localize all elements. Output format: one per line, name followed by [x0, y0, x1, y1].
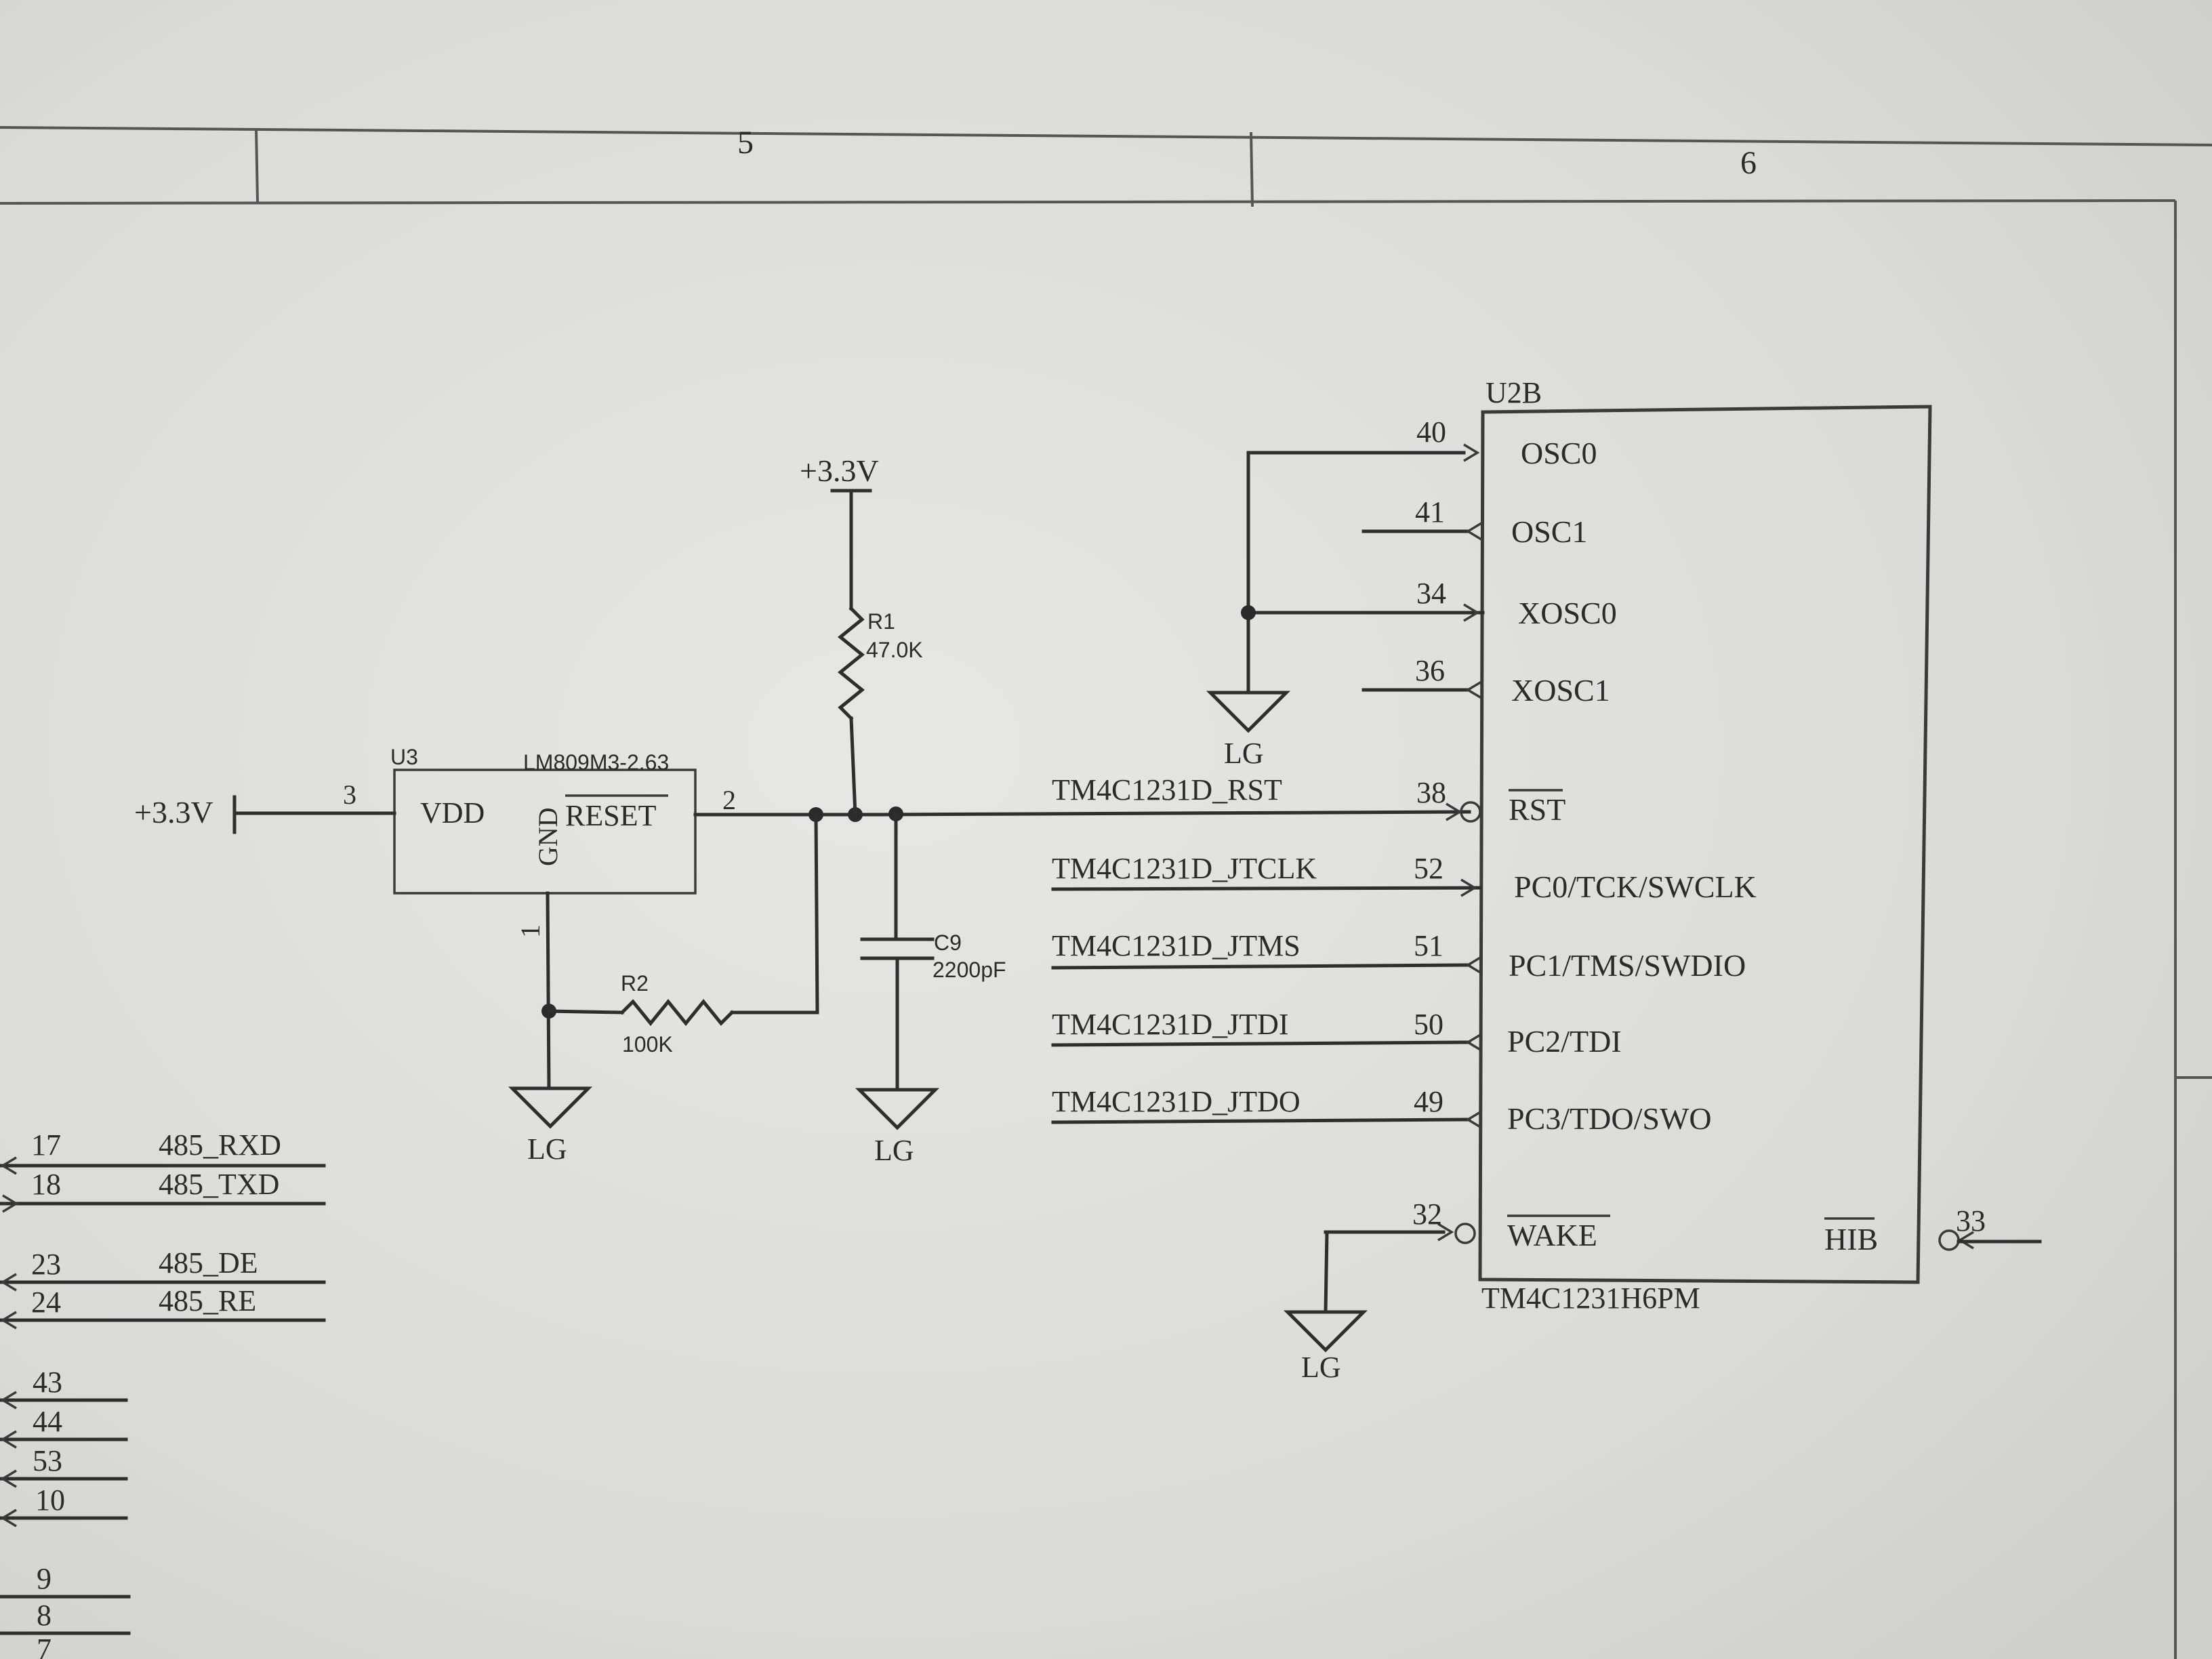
left-pin-53: 53: [33, 1444, 62, 1477]
zone-label-6: 6: [1740, 145, 1757, 181]
pin-pc2-name: PC2/TDI: [1507, 1024, 1622, 1059]
u3-supply: +3.3V: [134, 795, 396, 834]
left-pin-24: 24: [31, 1286, 61, 1319]
jtag-pins: TM4C1231D_JTCLK 52 PC0/TCK/SWCLK TM4C123…: [1051, 852, 1757, 1136]
pin-49-num: 49: [1414, 1085, 1443, 1118]
pin-pc1-name: PC1/TMS/SWDIO: [1509, 948, 1746, 983]
c9-ref: C9: [934, 930, 962, 955]
pin-51-num: 51: [1414, 929, 1443, 962]
r1-ref: R1: [867, 609, 895, 634]
left-net-485-txd: 485_TXD: [159, 1168, 279, 1201]
u2b-mcu: U2B TM4C1231H6PM: [1478, 376, 1932, 1315]
pin-hib-name: HIB: [1824, 1222, 1878, 1256]
net-jtms: TM4C1231D_JTMS: [1052, 929, 1300, 962]
net-jtclk: TM4C1231D_JTCLK: [1052, 852, 1317, 885]
r1-supply-label: +3.3V: [800, 453, 879, 488]
left-pin-8: 8: [37, 1599, 52, 1632]
net-rst: TM4C1231D_RST: [1052, 773, 1282, 806]
u3-pin-reset: RESET: [565, 799, 657, 832]
left-pin-10: 10: [35, 1483, 65, 1517]
left-pin-17: 17: [31, 1128, 61, 1162]
pin-40-num: 40: [1416, 415, 1446, 449]
u3-pin-gnd: GND: [533, 807, 563, 866]
pin-xosc0-name: XOSC0: [1518, 596, 1617, 630]
pin-pc0-name: PC0/TCK/SWCLK: [1514, 869, 1757, 904]
u3-pin3: 3: [343, 779, 356, 810]
rst-pin: TM4C1231D_RST 38 RST: [1052, 773, 1565, 827]
left-pin-7: 7: [37, 1633, 52, 1659]
left-485-nets: 17 485_RXD 18 485_TXD 23 485_DE 24 485_R…: [0, 1128, 326, 1330]
pin-32-num: 32: [1412, 1197, 1442, 1231]
c9-capacitor: C9 2200pF LG: [855, 812, 1006, 1167]
u3-pin2: 2: [722, 785, 736, 815]
oscillator-pins: 40 OSC0 41 OSC1 34 XOSC0 36 XOSC1 LG: [1206, 415, 1617, 770]
r1-value: 47.0K: [866, 638, 923, 662]
net-jtdo: TM4C1231D_JTDO: [1052, 1085, 1300, 1118]
left-pin-18: 18: [31, 1168, 61, 1201]
pin-wake-name: WAKE: [1507, 1218, 1597, 1252]
pin-36-num: 36: [1415, 654, 1445, 687]
pin-38-num: 38: [1416, 776, 1446, 809]
left-pin-43: 43: [33, 1366, 62, 1399]
u3-pin1: 1: [515, 924, 546, 938]
wake-hib-pins: 32 WAKE LG HIB 33: [1283, 1197, 2042, 1384]
pin-33-num: 33: [1956, 1204, 1986, 1237]
net-jtdi: TM4C1231D_JTDI: [1052, 1008, 1289, 1041]
c9-ground-label: LG: [874, 1134, 914, 1167]
u3-ground-label: LG: [527, 1132, 567, 1166]
c9-value: 2200pF: [933, 958, 1006, 982]
u3-supply-label: +3.3V: [134, 795, 213, 830]
left-net-485-de: 485_DE: [159, 1246, 258, 1279]
u2b-part: TM4C1231H6PM: [1481, 1282, 1700, 1315]
left-pin-9: 9: [37, 1562, 52, 1595]
wake-ground-label: LG: [1301, 1351, 1341, 1384]
left-net-485-re: 485_RE: [159, 1284, 256, 1317]
pin-34-num: 34: [1416, 577, 1446, 610]
r2-value: 100K: [622, 1032, 673, 1057]
left-unlabeled-pins: 43 44 53 10 9 8 7: [0, 1366, 131, 1659]
osc-ground-label: LG: [1224, 737, 1264, 770]
pin-41-num: 41: [1415, 495, 1445, 529]
pin-52-num: 52: [1414, 852, 1443, 885]
pin-osc0-name: OSC0: [1521, 436, 1597, 470]
u3-ref: U3: [390, 745, 418, 769]
u2b-ref: U2B: [1486, 376, 1542, 409]
u3-part: LM809M3-2.63: [523, 750, 669, 775]
u3-pin-vdd: VDD: [420, 796, 485, 830]
left-net-485-rxd: 485_RXD: [159, 1128, 281, 1162]
r2-resistor: R2 100K LG: [508, 813, 819, 1166]
r1-pullup: +3.3V R1 47.0K: [800, 453, 923, 817]
left-pin-23: 23: [31, 1248, 61, 1281]
r2-ref: R2: [621, 971, 649, 996]
zone-label-5: 5: [737, 125, 754, 161]
pin-rst-name: RST: [1509, 792, 1565, 827]
pin-xosc1-name: XOSC1: [1511, 673, 1610, 708]
pin-osc1-name: OSC1: [1511, 514, 1587, 549]
pin-pc3-name: PC3/TDO/SWO: [1507, 1101, 1712, 1136]
u3-reset-supervisor: U3 LM809M3-2.63 VDD GND RESET 3 2 1: [343, 745, 736, 938]
left-pin-44: 44: [33, 1405, 62, 1438]
zone-frame: 5 6: [0, 125, 2212, 1659]
pin-50-num: 50: [1414, 1008, 1443, 1041]
